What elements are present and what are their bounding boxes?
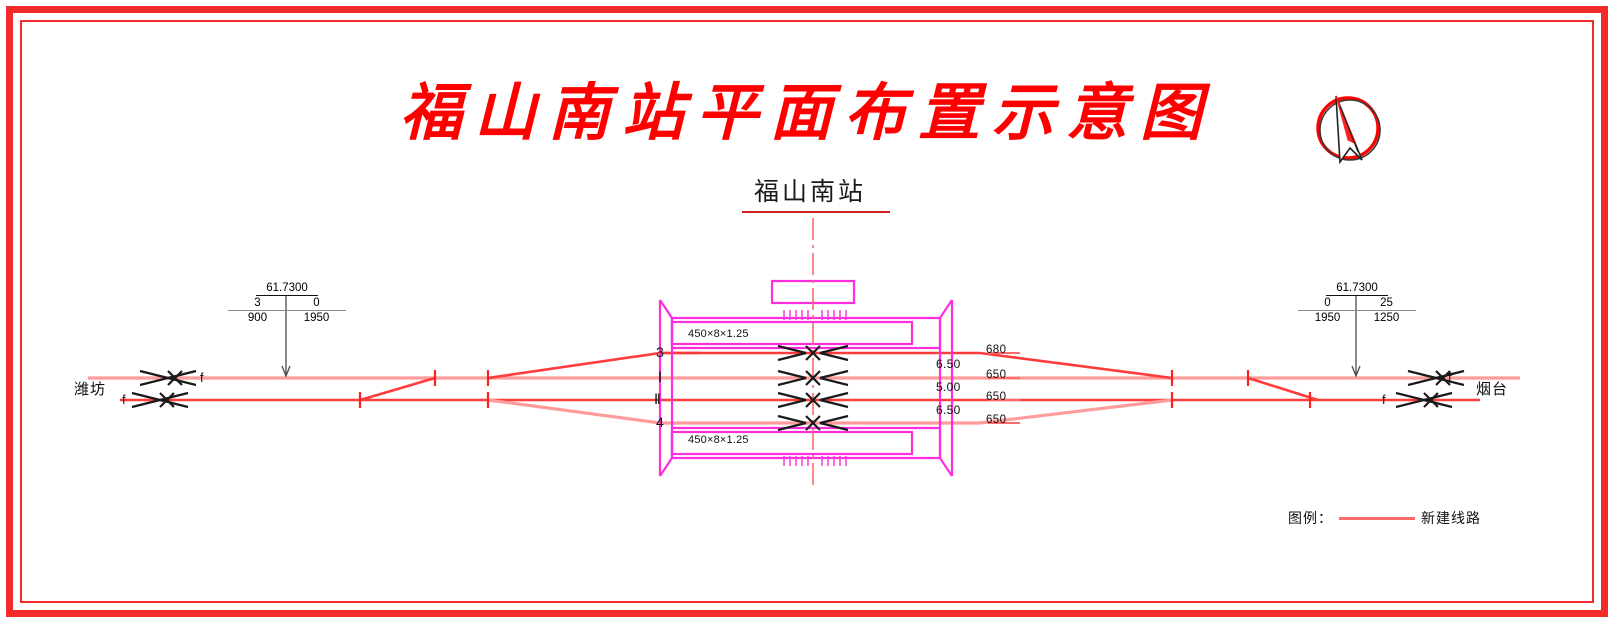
mileage-right-top-right: 25 <box>1357 296 1416 311</box>
direction-marker-left-upper: f <box>200 370 204 385</box>
mileage-left-bottom-left: 900 <box>247 312 268 324</box>
distance-label-4: 650 <box>986 414 1007 426</box>
legend: 图例： 新建线路 <box>1288 508 1481 528</box>
direction-marker-right-lower: f <box>1382 392 1386 407</box>
page-title: 福山南站平面布置示意图 <box>399 76 1214 149</box>
mileage-right-bottom-right: 1250 <box>1373 312 1400 324</box>
distance-label-1: 680 <box>986 344 1007 356</box>
endpoint-label-right: 烟台 <box>1476 381 1509 398</box>
mileage-left-top-right: 0 <box>287 296 346 311</box>
endpoint-label-left: 潍坊 <box>74 381 107 398</box>
spacing-label-1: 6.50 <box>936 357 961 371</box>
direction-marker-right-upper: f <box>1448 370 1452 385</box>
legend-line-swatch <box>1339 516 1415 520</box>
mileage-left-bottom-right: 1950 <box>303 312 330 324</box>
track-label-3: 3 <box>656 344 664 360</box>
station-name-label: 福山南站 <box>753 178 866 206</box>
distance-label-3: 650 <box>986 391 1007 403</box>
legend-title: 图例： <box>1288 510 1333 526</box>
spacing-label-2: 5.00 <box>936 380 961 394</box>
mileage-right-bottom-left: 1950 <box>1314 312 1341 324</box>
track-label-4: 4 <box>656 414 664 430</box>
station-name-underline <box>742 211 890 213</box>
outer-border <box>6 6 1608 617</box>
direction-marker-left-lower: f <box>122 392 126 407</box>
mileage-marker-left: 61.7300 3 0 900 1950 <box>228 278 346 325</box>
platform-label-upper: 450×8×1.25 <box>688 328 749 340</box>
mileage-right-top-left: 0 <box>1298 296 1357 311</box>
track-label-I: Ⅰ <box>658 369 663 385</box>
track-label-II: Ⅱ <box>654 391 661 407</box>
mileage-left-top-left: 3 <box>228 296 287 311</box>
mileage-left-value: 61.7300 <box>256 282 318 296</box>
inner-border <box>20 20 1594 603</box>
spacing-label-3: 6.50 <box>936 403 961 417</box>
mileage-right-value: 61.7300 <box>1326 282 1388 296</box>
platform-label-lower: 450×8×1.25 <box>688 434 749 446</box>
mileage-marker-right: 61.7300 0 25 1950 1250 <box>1298 278 1416 325</box>
north-arrow-compass-icon <box>1300 82 1396 174</box>
legend-entry-label: 新建线路 <box>1421 510 1481 526</box>
distance-label-2: 650 <box>986 369 1007 381</box>
